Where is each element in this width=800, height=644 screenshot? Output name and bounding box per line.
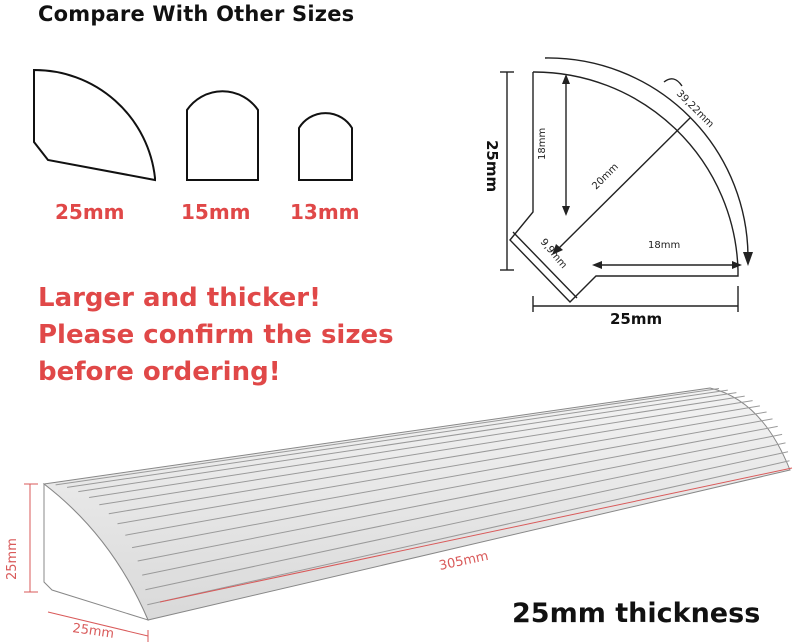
moulding-grooves (55, 388, 790, 606)
profile-13mm-shape (298, 112, 353, 181)
moulding-groove-line (117, 411, 767, 525)
profile-13mm-label: 13mm (290, 200, 360, 224)
moulding-groove-line (125, 418, 773, 536)
moulding-groove-line (55, 388, 720, 486)
notice-line-2: Please confirm the sizes (38, 320, 394, 350)
cs-height-label: 25mm (483, 140, 501, 192)
cross-section-outline (509, 71, 739, 303)
profile-25mm-shape (33, 68, 156, 182)
moulding-groove-line (108, 405, 760, 515)
moulding-groove-line (147, 460, 790, 606)
notice-line-1: Larger and thicker! (38, 283, 321, 313)
moulding-groove-line (67, 389, 728, 488)
cs-inner-width-label: 18mm (648, 240, 680, 251)
moulding-groove-line (132, 425, 778, 549)
moulding-height-label: 25mm (5, 538, 20, 580)
radius-line (554, 117, 691, 253)
moulding-groove-line (145, 451, 789, 591)
moulding-groove-line (78, 392, 737, 493)
moulding-groove-line (99, 400, 753, 506)
chamfer-line (512, 231, 578, 299)
cs-width-label: 25mm (610, 310, 662, 328)
moulding-end-face (43, 482, 149, 621)
size-notice: Larger and thicker! Please confirm the s… (38, 280, 394, 391)
moulding-groove-line (142, 442, 786, 576)
thickness-caption: 25mm thickness (512, 598, 761, 629)
moulding-groove-line (89, 395, 745, 498)
outer-arc (544, 57, 749, 261)
section-heading: Compare With Other Sizes (38, 2, 355, 26)
cs-inner-height-label: 18mm (537, 128, 548, 160)
profile-25mm-label: 25mm (55, 200, 125, 224)
moulding-depth-label: 25mm (71, 621, 115, 642)
moulding-length-label: 305mm (438, 549, 490, 574)
profile-15mm-shape (186, 90, 259, 181)
notice-line-3: before ordering! (38, 357, 281, 387)
moulding-groove-line (137, 433, 783, 562)
profile-15mm-label: 15mm (181, 200, 251, 224)
moulding-top-surface (42, 387, 791, 621)
